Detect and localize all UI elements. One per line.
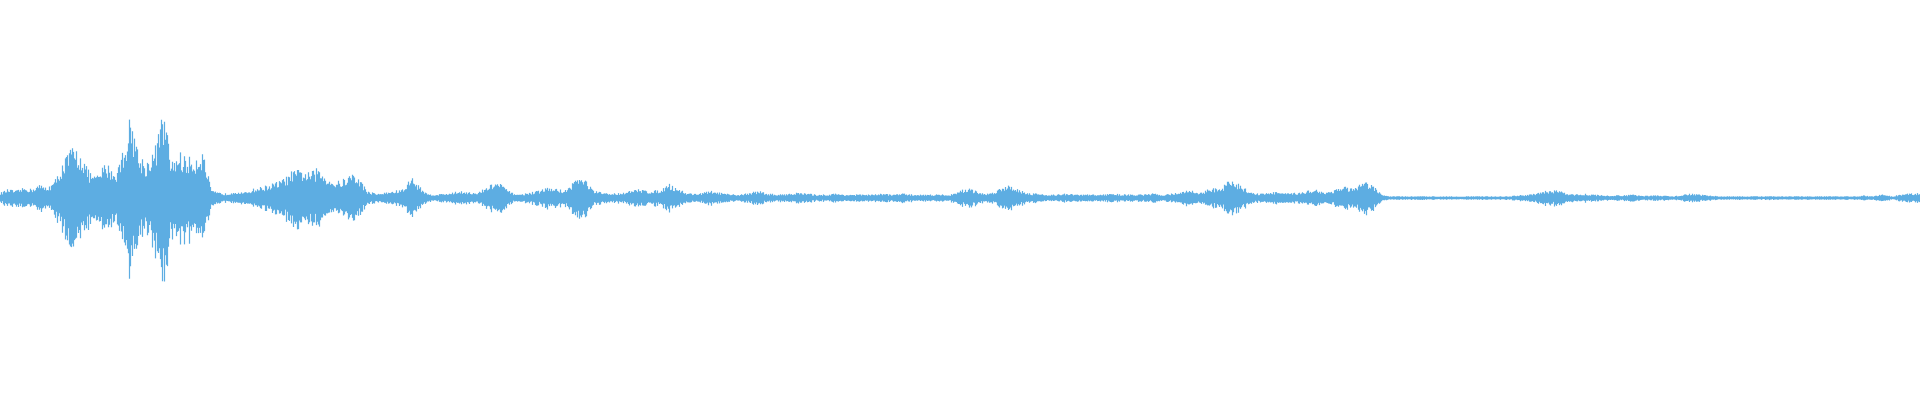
waveform-peaks — [0, 119, 1920, 282]
waveform-samples — [0, 119, 1920, 282]
